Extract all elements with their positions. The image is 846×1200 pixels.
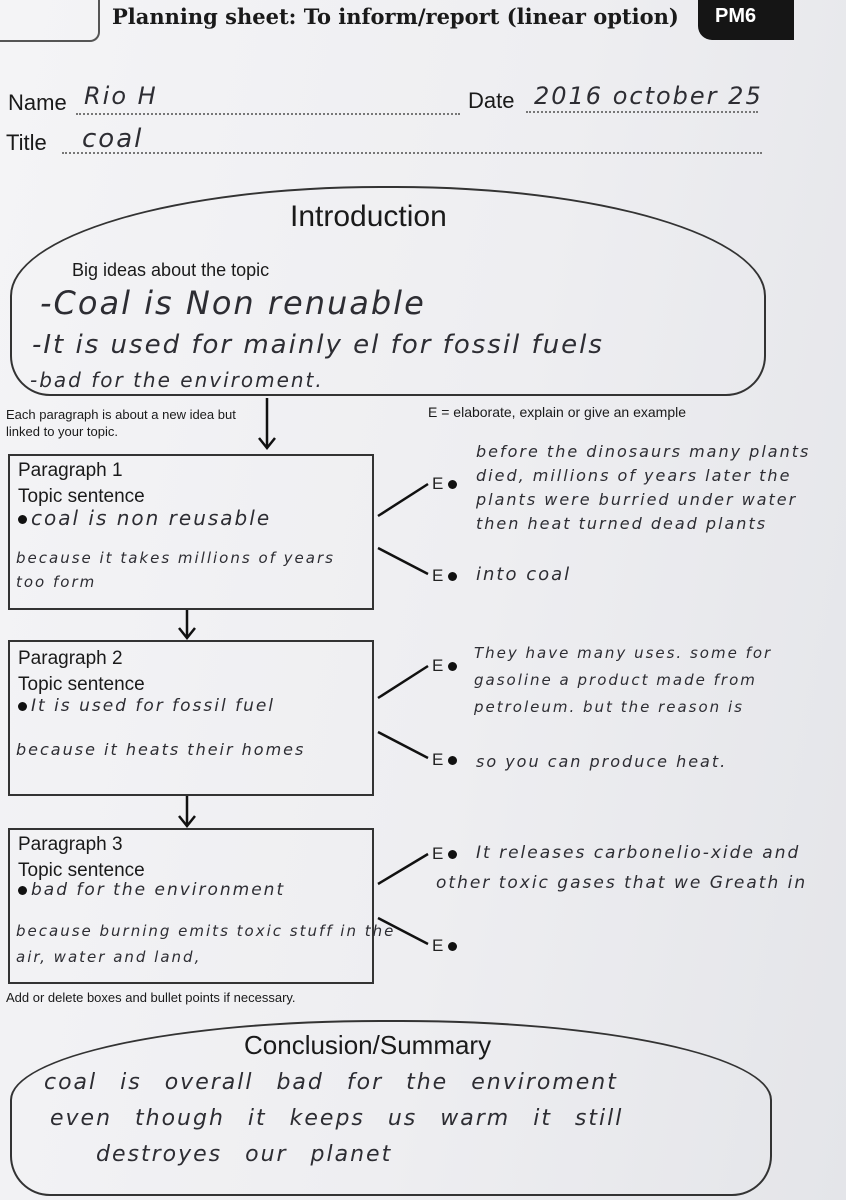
p2-e1-text: They have many uses. some for gasoline a… <box>474 644 773 716</box>
introduction-box <box>10 186 766 396</box>
introduction-heading: Introduction <box>290 200 447 233</box>
title-value: coal <box>82 124 144 154</box>
name-label: Name <box>8 90 67 115</box>
p1-e1-label: E <box>432 474 461 494</box>
introduction-prompt: Big ideas about the topic <box>72 260 270 280</box>
paragraph-1-because: because it takes millions of years too f… <box>16 549 335 591</box>
pm-badge: PM6 <box>698 0 794 40</box>
intro-line-3: -bad for the enviroment. <box>30 368 324 392</box>
bullet-icon <box>18 886 27 896</box>
bullet-icon <box>448 756 458 766</box>
bullet-icon <box>448 662 458 672</box>
date-label: Date <box>468 88 515 113</box>
paragraph-3-because: because burning emits toxic stuff in the… <box>16 922 396 966</box>
bullet-icon <box>448 572 458 582</box>
badge-label: PM6 <box>715 5 757 27</box>
paragraph-3-box <box>8 828 374 984</box>
date-value: 2016 october 25 <box>534 82 763 110</box>
bullet-icon <box>448 850 458 860</box>
paragraph-2-box <box>8 640 374 796</box>
paragraph-3-title: Paragraph 3 <box>18 834 123 855</box>
conclusion-line-1: coal is overall bad for the enviroment <box>44 1070 618 1095</box>
add-delete-note: Add or delete boxes and bullet points if… <box>6 990 296 1005</box>
paragraph-3-sentence: bad for the environment <box>18 880 285 900</box>
p1-e2-label: E <box>432 566 461 586</box>
header-box <box>0 0 100 42</box>
bullet-icon <box>448 480 458 490</box>
p2-e1-label: E <box>432 656 461 676</box>
p3-e1-label: E <box>432 844 461 864</box>
paragraph-note: Each paragraph is about a new idea but l… <box>6 407 236 439</box>
p3-e1-text: It releases carbonelio-xide and other to… <box>436 843 808 893</box>
title-label: Title <box>6 130 47 155</box>
paragraph-3-sub: Topic sentence <box>18 860 145 881</box>
p1-e2-text: into coal <box>476 564 572 585</box>
page-title: Planning sheet: To inform/report (linear… <box>112 4 679 29</box>
paragraph-2-sub: Topic sentence <box>18 674 145 695</box>
conclusion-line-3: destroyes our planet <box>96 1142 393 1167</box>
elaborate-note: E = elaborate, explain or give an exampl… <box>428 404 686 420</box>
intro-line-1: -Coal is Non renuable <box>40 284 426 322</box>
conclusion-heading: Conclusion/Summary <box>244 1030 492 1060</box>
date-line <box>526 111 758 113</box>
title-line <box>62 152 762 154</box>
bullet-icon <box>448 942 458 952</box>
conclusion-box <box>10 1020 772 1196</box>
paragraph-1-title: Paragraph 1 <box>18 460 123 481</box>
p3-e2-label: E <box>432 936 461 956</box>
paragraph-2-because: because it heats their homes <box>16 740 306 759</box>
name-value: Rio H <box>84 82 158 110</box>
name-line <box>76 113 460 115</box>
p2-e2-text: so you can produce heat. <box>476 752 728 771</box>
conclusion-line-2: even though it keeps us warm it still <box>50 1106 624 1131</box>
paragraph-1-sub: Topic sentence <box>18 486 145 507</box>
bullet-icon <box>18 702 27 712</box>
intro-line-2: -It is used for mainly el for fossil fue… <box>32 330 604 360</box>
paragraph-1-sentence: coal is non reusable <box>18 506 271 531</box>
paragraph-2-title: Paragraph 2 <box>18 648 123 669</box>
paragraph-1-box <box>8 454 374 610</box>
bullet-icon <box>18 515 27 525</box>
p1-e1-text: before the dinosaurs many plants died, m… <box>476 442 811 533</box>
p2-e2-label: E <box>432 750 461 770</box>
paragraph-2-sentence: It is used for fossil fuel <box>18 696 275 716</box>
